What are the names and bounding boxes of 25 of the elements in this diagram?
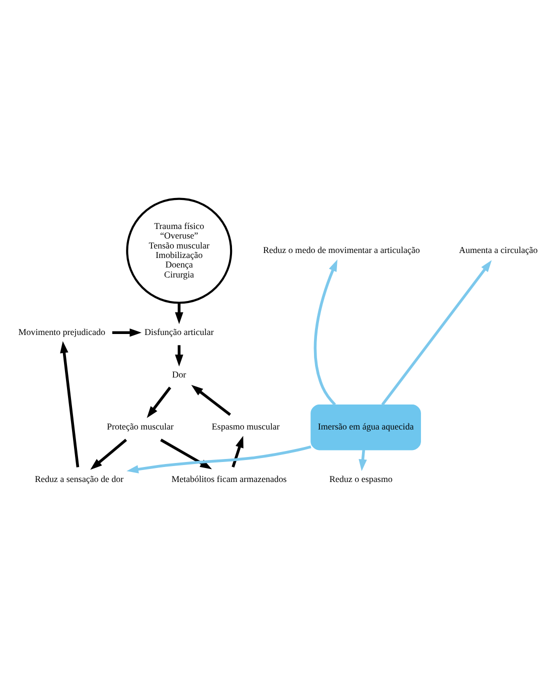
arrow xyxy=(90,438,127,470)
arrow xyxy=(160,438,212,470)
node-text: Proteção muscular xyxy=(106,422,174,432)
node-text: Reduz o medo de movimentar a articulação xyxy=(263,245,420,256)
node-text: Aumenta a circulação xyxy=(459,245,538,256)
arrow xyxy=(126,445,312,474)
node-box: Imersão em água aquecida xyxy=(310,404,421,450)
node-text: Dor xyxy=(172,369,186,380)
arrow xyxy=(174,302,184,324)
node-circle: Trauma físico “Overuse” Tensão muscular Imobilização Doença Cirurgia xyxy=(126,198,232,304)
arrow xyxy=(174,345,184,366)
arrow xyxy=(146,386,172,418)
arrow xyxy=(358,450,367,472)
arrow xyxy=(60,341,80,468)
arrow xyxy=(314,260,338,406)
node-text: Espasmo muscular xyxy=(212,422,280,432)
arrow xyxy=(381,260,492,406)
node-text: Disfunção articular xyxy=(144,326,214,337)
node-text: Metabólitos ficam armazenados xyxy=(171,474,287,484)
arrow xyxy=(232,436,244,468)
arrow xyxy=(191,384,231,416)
node-text: Movimento prejudicado xyxy=(18,326,106,337)
arrow xyxy=(112,328,142,337)
node-text: Reduz o espasmo xyxy=(329,474,392,484)
node-text: Reduz a sensação de dor xyxy=(34,474,124,484)
